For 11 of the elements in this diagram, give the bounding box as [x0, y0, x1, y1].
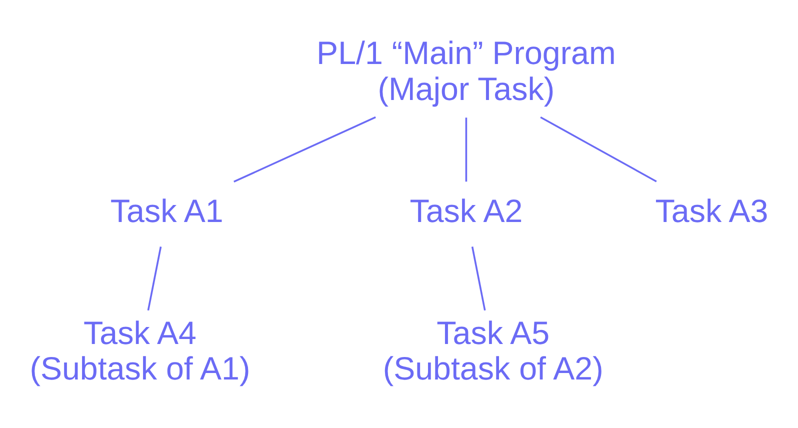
node-text: Task A2 — [410, 192, 523, 229]
connector — [234, 116, 376, 183]
node-text: PL/1 “Main” Program (Major Task) — [316, 35, 616, 107]
connector — [471, 246, 486, 311]
connector — [147, 246, 162, 311]
node-text: Task A1 — [110, 192, 224, 229]
node-text: Task A5 (Subtask of A2) — [382, 314, 604, 387]
node-text: Task A4 (Subtask of A1) — [30, 314, 250, 387]
node-text: Task A3 — [655, 192, 768, 229]
connector — [465, 118, 468, 182]
connector — [540, 116, 657, 182]
